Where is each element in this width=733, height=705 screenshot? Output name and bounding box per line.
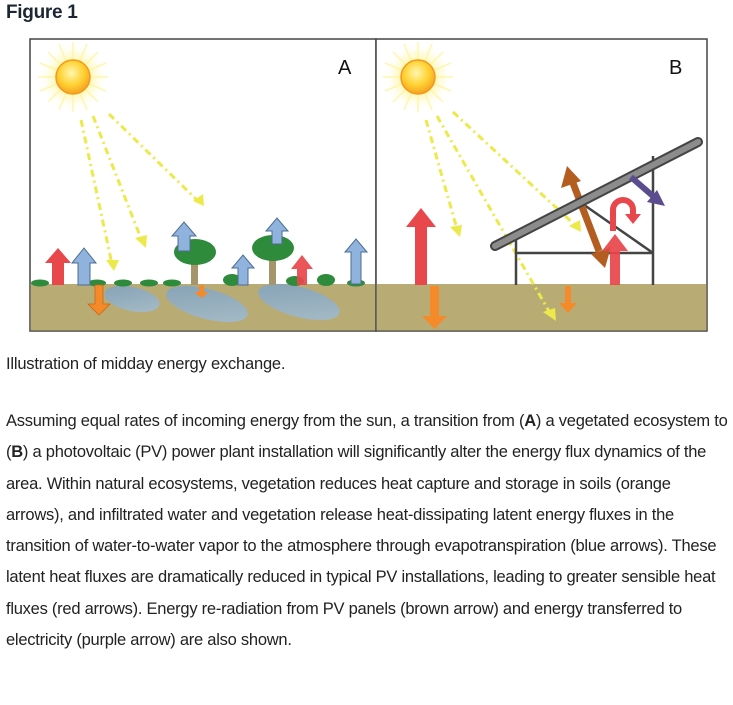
sensible-heat-arrow	[602, 234, 628, 285]
soil-heat-arrow	[194, 285, 209, 298]
panel-b: B	[375, 38, 708, 332]
water-pool	[258, 283, 340, 321]
latent-heat-arrow	[343, 238, 369, 285]
sensible-heat-arrow	[291, 255, 313, 285]
latent-heat-arrow	[264, 217, 290, 245]
pv-mount-frame	[514, 156, 655, 285]
latent-heat-arrow	[170, 221, 198, 252]
description-text: ) a photovoltaic (PV) power plant instal…	[6, 443, 717, 650]
water-pool	[104, 285, 160, 313]
latent-heat-arrow	[230, 254, 256, 286]
soil-ground	[377, 284, 707, 331]
figure-description: Assuming equal rates of incoming energy …	[6, 406, 731, 656]
water-pool	[166, 285, 248, 323]
sun-icon	[383, 42, 453, 112]
panel-ref-a: A	[524, 412, 536, 430]
description-text: ) a vegetated ecosystem to (	[6, 412, 728, 462]
panel-a: A	[29, 38, 377, 332]
reradiation-arrow	[561, 166, 611, 268]
tree	[252, 235, 294, 285]
energy-exchange-illustration: A	[29, 38, 708, 332]
incoming-solar-rays	[79, 112, 201, 265]
sensible-heat-arrow	[406, 208, 436, 285]
panel-b-label: B	[669, 57, 682, 79]
soil-heat-arrow	[87, 284, 111, 316]
sun-icon	[38, 42, 108, 112]
description-text: Assuming equal rates of incoming energy …	[6, 412, 525, 430]
panel-ref-b: B	[11, 443, 23, 462]
figure-caption: Illustration of midday energy exchange.	[6, 355, 286, 373]
sensible-heat-return-arrow	[610, 197, 641, 231]
sensible-heat-arrow	[45, 248, 71, 285]
soil-heat-arrow	[559, 286, 577, 313]
latent-heat-arrow	[70, 247, 98, 286]
soil-heat-arrow	[422, 286, 447, 329]
figure-title: Figure 1	[6, 2, 78, 23]
incoming-solar-rays	[424, 110, 578, 314]
electricity-arrow	[629, 174, 665, 206]
pv-panel	[490, 137, 703, 251]
panel-a-label: A	[338, 57, 352, 79]
